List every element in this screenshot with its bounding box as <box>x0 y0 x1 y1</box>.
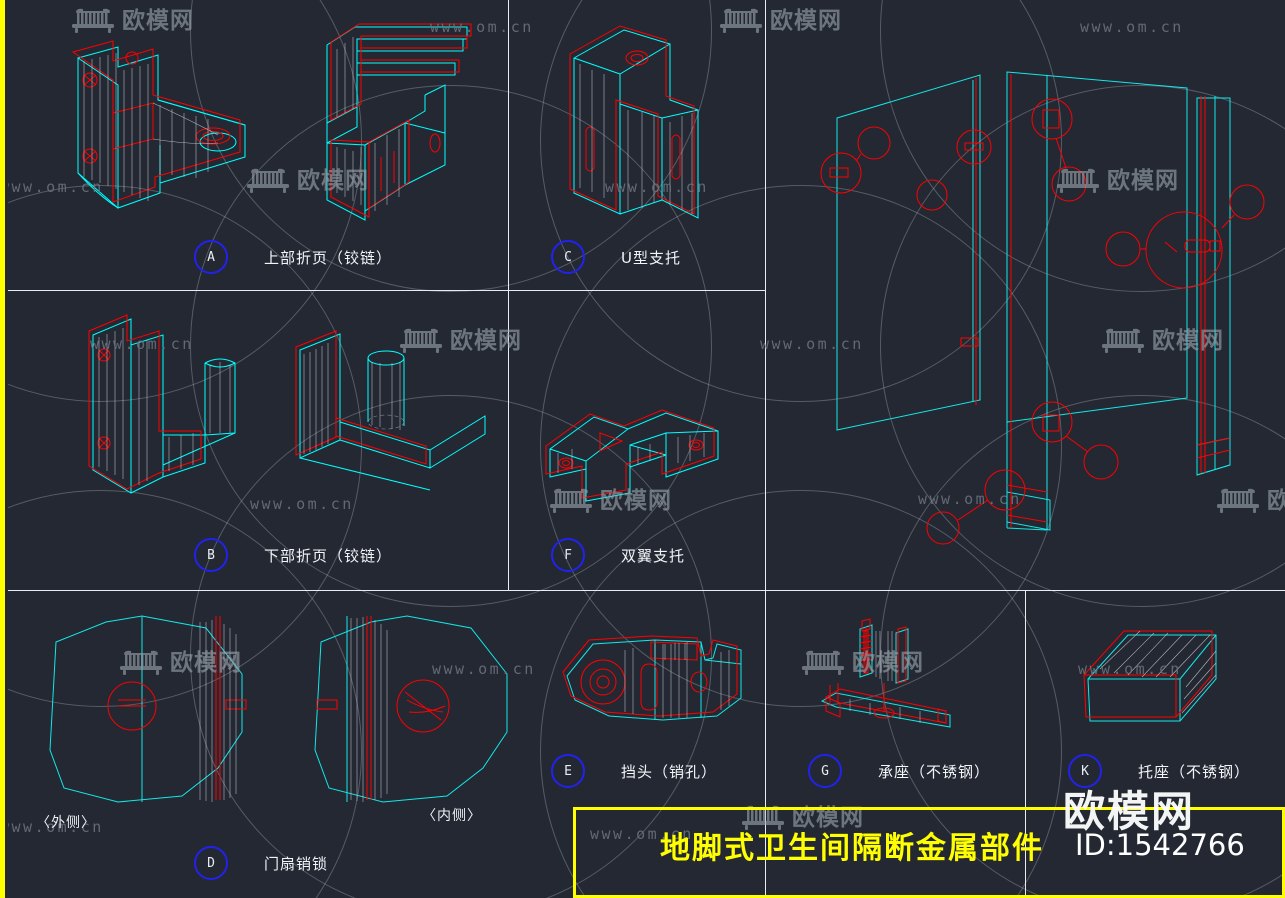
drawing-part-c[interactable] <box>550 18 730 233</box>
callout-tag: F <box>551 538 585 572</box>
callout-label: 下部折页（铰链） <box>264 546 393 565</box>
callout-e[interactable]: E 挡头（销孔） <box>551 754 717 788</box>
grid-line-vertical <box>1025 590 1026 898</box>
drawing-part-b-section[interactable] <box>280 330 495 491</box>
callout-tag: D <box>194 846 228 880</box>
callout-label: 门扇销锁 <box>264 854 329 873</box>
grid-line-horizontal <box>0 590 1285 591</box>
callout-label: U型支托 <box>621 248 681 267</box>
callout-a[interactable]: A 上部折页（铰链） <box>194 240 392 274</box>
callout-tag: A <box>194 240 228 274</box>
grid-line-vertical <box>765 0 766 898</box>
callout-c[interactable]: C U型支托 <box>551 240 681 274</box>
callout-f[interactable]: F 双翼支托 <box>551 538 685 572</box>
drawing-part-f[interactable] <box>538 405 728 510</box>
callout-label: 上部折页（铰链） <box>264 248 393 267</box>
drawing-part-e[interactable] <box>545 620 760 730</box>
drawing-title: 地脚式卫生间隔断金属部件 <box>660 831 1044 866</box>
drawing-part-d-outer[interactable] <box>30 600 260 815</box>
drawing-part-g[interactable] <box>800 615 990 735</box>
callout-tag: K <box>1068 754 1102 788</box>
callout-tag: E <box>551 754 585 788</box>
callout-label: 承座（不锈钢） <box>878 762 991 781</box>
drawing-part-a[interactable] <box>40 25 280 225</box>
side-note-outer: 〈外侧〉 <box>36 815 96 831</box>
side-note-inner: 〈内侧〉 <box>422 808 482 824</box>
callout-d[interactable]: D 门扇销锁 <box>194 846 328 880</box>
callout-tag: G <box>808 754 842 788</box>
watermark-brand-large: 欧模网 <box>1063 787 1196 836</box>
callout-tag: B <box>194 538 228 572</box>
drawing-part-b[interactable] <box>45 305 275 510</box>
drawing-part-d-inner[interactable] <box>295 600 525 815</box>
callout-label: 挡头（销孔） <box>621 762 718 781</box>
drawing-partition-assembly[interactable] <box>775 30 1280 555</box>
callout-k[interactable]: K 托座（不锈钢） <box>1068 754 1250 788</box>
callout-tag: C <box>551 240 585 274</box>
drawing-part-k[interactable] <box>1070 625 1240 730</box>
frame-border-left <box>0 0 5 898</box>
drawing-id: ID:1542766 <box>1075 828 1245 862</box>
title-block-border <box>573 807 1285 898</box>
grid-line-horizontal <box>0 290 765 291</box>
callout-g[interactable]: G 承座（不锈钢） <box>808 754 990 788</box>
callout-label: 托座（不锈钢） <box>1138 762 1251 781</box>
frame-border-inner <box>5 0 8 898</box>
grid-line-vertical <box>508 0 509 590</box>
callout-label: 双翼支托 <box>621 546 686 565</box>
drawing-part-a-section[interactable] <box>295 15 495 221</box>
callout-b[interactable]: B 下部折页（铰链） <box>194 538 392 572</box>
